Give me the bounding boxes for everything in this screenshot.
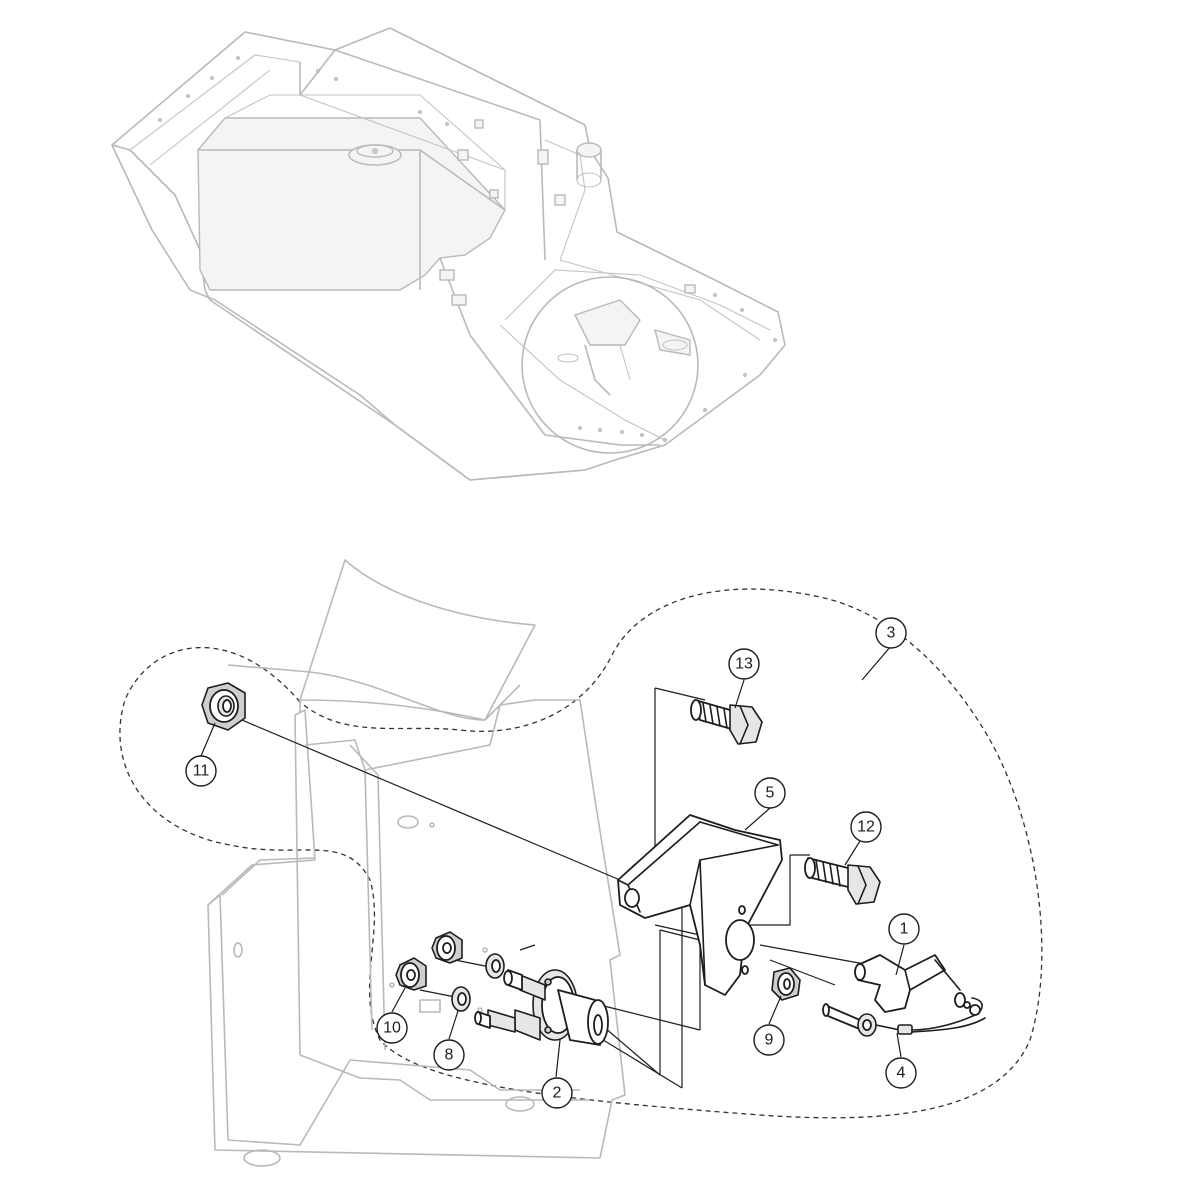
callout-label: 9 xyxy=(765,1032,774,1049)
callout-label: 1 xyxy=(900,921,909,938)
callout-label: 12 xyxy=(857,819,875,836)
callout-8: 8 xyxy=(433,1039,465,1071)
callout-5: 5 xyxy=(754,777,786,809)
part-13-hex-bolt xyxy=(690,699,763,745)
machine-frame-overview xyxy=(111,27,786,481)
part-5-mounting-bracket xyxy=(617,814,783,996)
part-11-hex-nut xyxy=(201,682,246,731)
callout-label: 13 xyxy=(735,656,753,673)
callout-label: 11 xyxy=(193,763,210,780)
callout-12: 12 xyxy=(850,811,882,843)
callout-leader-lines xyxy=(200,645,905,1078)
part-10-nut-upper xyxy=(431,931,463,964)
callout-13: 13 xyxy=(728,648,760,680)
callout-11: 11 xyxy=(185,755,217,787)
callout-label: 8 xyxy=(445,1047,454,1064)
part-10-nut-lower xyxy=(395,957,427,991)
callout-label: 4 xyxy=(897,1065,906,1082)
callout-1: 1 xyxy=(888,913,920,945)
part-8-washer-upper xyxy=(485,953,505,979)
callout-label: 5 xyxy=(766,785,775,802)
callout-10: 10 xyxy=(376,1012,408,1044)
part-1-key xyxy=(854,954,966,1013)
part-12-hex-bolt xyxy=(804,857,881,905)
part-8-washer-lower xyxy=(451,986,471,1012)
callout-label: 10 xyxy=(383,1020,401,1037)
callout-4: 4 xyxy=(885,1057,917,1089)
callout-label: 2 xyxy=(553,1085,562,1102)
part-9-nut xyxy=(771,967,801,1001)
detail-view-circle xyxy=(521,276,699,454)
part-2-disconnect-switch xyxy=(474,969,609,1046)
part-4-key-lanyard xyxy=(822,997,986,1037)
callout-9: 9 xyxy=(753,1024,785,1056)
mounting-frame-plate xyxy=(207,559,626,1167)
callout-label: 3 xyxy=(887,625,896,642)
callout-2: 2 xyxy=(541,1077,573,1109)
callout-3: 3 xyxy=(875,617,907,649)
assembly-boundary-dashed xyxy=(119,588,1043,1119)
